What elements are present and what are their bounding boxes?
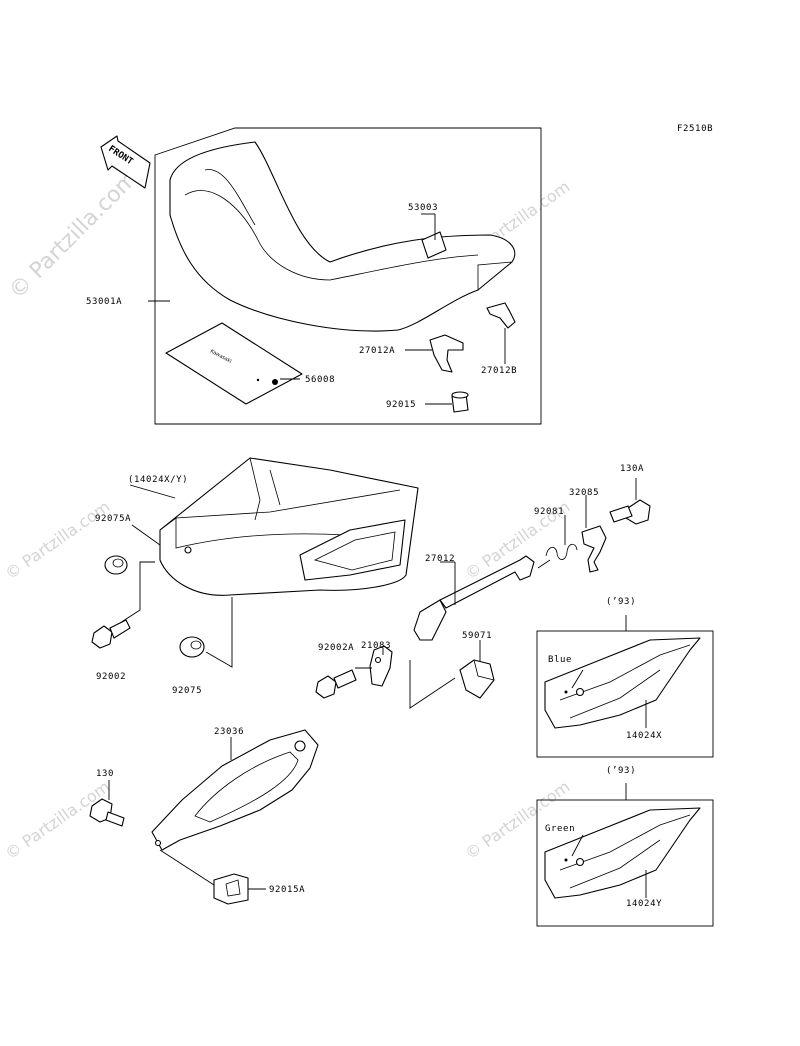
bracket-27012b-icon xyxy=(486,302,516,329)
label-21083: 21083 xyxy=(361,641,391,651)
label-59071: 59071 xyxy=(462,631,492,641)
grommet-92075-icon xyxy=(179,636,205,658)
watermark-2: © Partzilla.com xyxy=(1,497,113,583)
label-53003: 53003 xyxy=(408,203,438,213)
label-130a: 130A xyxy=(620,464,644,474)
label-92081: 92081 xyxy=(534,507,564,517)
bolt-92002a-icon xyxy=(315,669,357,699)
bolt-92002-icon xyxy=(91,619,131,649)
seat-frame xyxy=(154,127,542,425)
label-27012b: 27012B xyxy=(481,366,517,376)
inset-blue-color: Blue xyxy=(548,655,572,665)
label-130: 130 xyxy=(96,769,114,779)
inset-green-year: (’93) xyxy=(606,766,636,776)
bracket-27012a-icon xyxy=(429,334,464,373)
label-92002: 92002 xyxy=(96,672,126,682)
seat-label-patch xyxy=(421,231,447,259)
label-92075: 92075 xyxy=(172,686,202,696)
bolt-130-icon xyxy=(89,798,125,827)
label-92075a: 92075A xyxy=(95,514,131,524)
inset-blue-year: (’93) xyxy=(606,597,636,607)
inset-blue: (’93) Blue 14024X xyxy=(536,597,714,758)
inset-green-part: 14024Y xyxy=(626,899,662,909)
grommet-92075a-icon xyxy=(104,555,128,575)
label-92015a: 92015A xyxy=(269,885,305,895)
label-27012: 27012 xyxy=(425,554,455,564)
watermark-left: © Partzilla.com xyxy=(5,167,143,305)
inset-blue-part: 14024X xyxy=(626,731,662,741)
label-92015: 92015 xyxy=(386,400,416,410)
bolt-130a-icon xyxy=(609,499,651,525)
inset-green: (’93) Green 14024Y xyxy=(536,766,714,927)
label-32085: 32085 xyxy=(569,488,599,498)
label-56008: 56008 xyxy=(305,375,335,385)
latch-32085-icon xyxy=(581,525,607,573)
side-cover-14024y-icon xyxy=(544,807,701,899)
tail-cover-assembly: (14024X/Y) 92075A 92002 92075 xyxy=(91,457,419,696)
spring-92081-icon xyxy=(537,543,578,569)
clip-92015a-icon xyxy=(213,873,249,905)
label-14024xy: (14024X/Y) xyxy=(128,475,188,485)
front-arrow-icon: FRONT xyxy=(100,135,151,189)
plate-23036-icon xyxy=(151,729,319,851)
label-92002a: 92002A xyxy=(318,643,354,653)
tag-56008-icon xyxy=(165,322,303,405)
side-cover-14024x-icon xyxy=(544,637,701,729)
ref-code: F2510B xyxy=(677,124,713,134)
inset-green-color: Green xyxy=(545,824,575,834)
bracket-21083-icon xyxy=(369,645,393,687)
plate-assembly: 23036 130 92015A xyxy=(89,727,319,905)
label-27012a: 27012A xyxy=(359,346,395,356)
rod-27012-icon xyxy=(439,555,535,609)
seat-icon xyxy=(169,141,516,332)
seat-lock-assembly: 130A 32085 92081 27012 21083 92002A 5907… xyxy=(315,464,651,709)
label-23036: 23036 xyxy=(214,727,244,737)
seat-assembly: Kawasaki 53003 53001A 27012A 27012B 5600… xyxy=(86,127,542,425)
label-53001a: 53001A xyxy=(86,297,122,307)
